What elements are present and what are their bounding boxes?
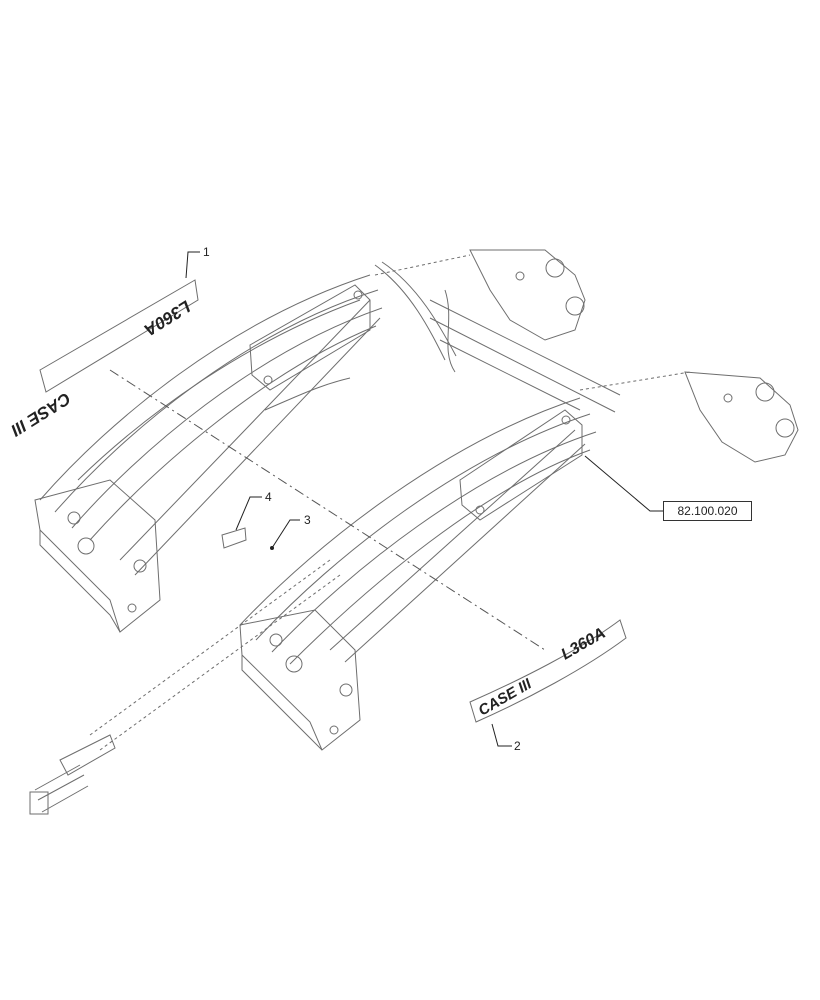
leader-4 bbox=[235, 496, 262, 531]
decal-right-brand: CASE III bbox=[476, 675, 536, 719]
leader-3 bbox=[271, 519, 300, 549]
leader-2 bbox=[491, 723, 512, 747]
cross-tube bbox=[374, 254, 691, 413]
callout-3: 3 bbox=[304, 513, 311, 527]
right-loader-arm bbox=[239, 397, 597, 751]
decal-left-brand: CASE III bbox=[7, 389, 74, 441]
left-loader-arm bbox=[34, 274, 383, 633]
rear-pivot-bracket-right bbox=[684, 371, 799, 463]
callout-1: 1 bbox=[203, 245, 210, 259]
callout-2: 2 bbox=[514, 739, 521, 753]
decal-right-model: L360A bbox=[559, 625, 609, 664]
rear-pivot-bracket-left bbox=[469, 249, 586, 341]
decal-left-model: L360A bbox=[141, 297, 194, 340]
callout-4: 4 bbox=[265, 490, 272, 504]
reference-label: 82.100.020 bbox=[663, 501, 752, 521]
centre-line bbox=[109, 369, 546, 651]
hydraulic-hoses bbox=[29, 261, 457, 815]
leader-1 bbox=[185, 251, 200, 279]
item-4-tag bbox=[221, 527, 247, 549]
leader-ref bbox=[584, 455, 663, 512]
decal-right: CASE III L360A bbox=[469, 619, 627, 723]
decal-left: CASE III L360A bbox=[7, 279, 199, 441]
